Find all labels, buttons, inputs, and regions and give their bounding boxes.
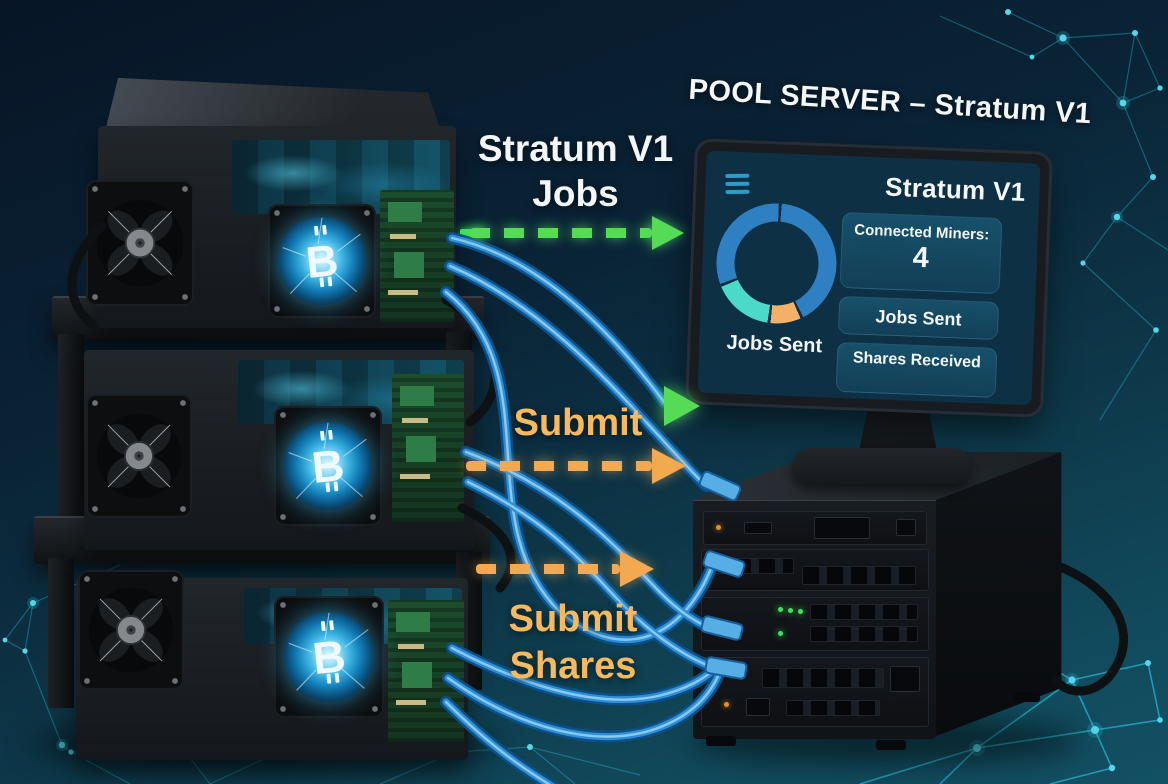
- flow-label-submit-shares: Submit Shares: [428, 596, 718, 690]
- server-row: [701, 657, 929, 727]
- flow-label-submit: Submit: [513, 402, 643, 444]
- bitcoin-icon: B: [280, 602, 378, 712]
- port-cluster: [710, 558, 794, 574]
- jobs-arrow-head: [652, 216, 684, 250]
- led-indicator: [778, 631, 783, 636]
- led-indicator: [788, 608, 793, 613]
- stat-value: 4: [912, 241, 930, 275]
- stats-panel-jobs-sent: Jobs Sent: [837, 295, 1000, 340]
- screen-title: Stratum V1: [884, 171, 1026, 207]
- stat-label: Shares Received: [852, 349, 982, 372]
- cooling-fan: [78, 570, 184, 690]
- server-foot: [876, 740, 906, 750]
- bitcoin-fan: B: [274, 406, 382, 526]
- flow-label-jobs-line1: Stratum V1: [477, 128, 674, 169]
- server-row: [703, 511, 927, 545]
- bitcoin-fan: B: [268, 204, 376, 318]
- into-monitor-arrow-head: [664, 386, 700, 426]
- pcb-board: [392, 374, 464, 522]
- stats-panel-connected-miners: Connected Miners: 4: [839, 211, 1003, 295]
- port-cluster: [810, 626, 918, 642]
- bitcoin-fan: B: [274, 596, 384, 718]
- expansion-port: [890, 666, 920, 692]
- flow-label-jobs-line2: Jobs: [532, 173, 619, 214]
- pcb-board: [380, 190, 454, 322]
- port-cluster: [786, 700, 880, 716]
- bitcoin-symbol: B: [310, 441, 347, 493]
- ethernet-port: [746, 698, 770, 716]
- bitcoin-icon: B: [274, 210, 370, 312]
- port-cluster: [810, 604, 918, 620]
- monitor-stand-base: [792, 448, 970, 484]
- bitcoin-icon: B: [280, 412, 376, 520]
- usb-port: [744, 522, 772, 534]
- led-indicator: [798, 609, 803, 614]
- submit-shares-arrow-dashes: [476, 564, 620, 574]
- server-row: [701, 597, 929, 651]
- cooling-fan-icon: [92, 186, 188, 300]
- flow-label-jobs: Stratum V1 Jobs: [428, 126, 723, 216]
- power-socket: [896, 519, 916, 536]
- cooling-fan-icon: [84, 576, 178, 684]
- submit-arrow-dashes: [466, 461, 652, 471]
- server-foot: [706, 736, 736, 746]
- monitor-screen: Stratum V1 Jobs Sent Connected Miners: 4…: [697, 150, 1041, 406]
- submit-shares-arrow: [476, 551, 654, 587]
- flow-label-submit-shares-line1: Submit: [508, 598, 638, 640]
- bitcoin-symbol: B: [310, 630, 348, 684]
- flow-label-submit-shares-line2: Shares: [509, 645, 637, 687]
- stats-panel-shares-received: Shares Received: [835, 341, 998, 398]
- donut-label: Jobs Sent: [726, 331, 823, 358]
- rack-leg: [48, 558, 74, 708]
- led-indicator: [716, 525, 721, 530]
- led-indicator: [724, 702, 729, 707]
- stat-label: Jobs Sent: [875, 306, 962, 330]
- port-cluster: [762, 668, 884, 688]
- port-cluster: [802, 566, 916, 585]
- monitor: Stratum V1 Jobs Sent Connected Miners: 4…: [688, 141, 1050, 415]
- submit-arrow: [466, 448, 686, 484]
- submit-shares-arrow-head: [620, 551, 654, 587]
- server-side-face: [934, 452, 1062, 737]
- jobs-arrow-dashes: [470, 228, 652, 238]
- server-display: [814, 517, 870, 539]
- stats-column: Connected Miners: 4 Jobs Sent Shares Rec…: [835, 211, 1003, 405]
- server-front-face: [693, 500, 936, 739]
- cooling-fan-icon: [92, 400, 186, 512]
- server-row: [701, 549, 929, 591]
- submit-arrow-head: [652, 448, 686, 484]
- bitcoin-symbol: B: [304, 236, 341, 288]
- hamburger-icon[interactable]: [725, 173, 750, 198]
- cooling-fan: [86, 180, 194, 306]
- cooling-fan: [86, 394, 192, 518]
- server-foot: [1014, 692, 1040, 702]
- led-indicator: [778, 607, 783, 612]
- jobs-arrow: [470, 216, 684, 250]
